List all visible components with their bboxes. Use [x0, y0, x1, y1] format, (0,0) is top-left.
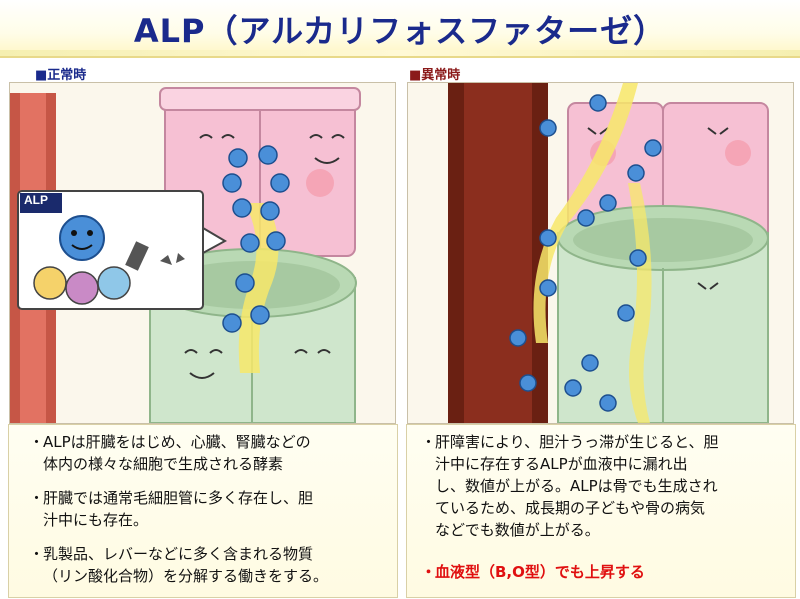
bullet-item: ・ ALPは肝臓をはじめ、心臓、腎臓などの 体内の様々な細胞で生成される酵素: [29, 431, 311, 475]
bullet-line: などでも数値が上がる。: [435, 521, 600, 539]
bullet-line: し、数値が上がる。ALPは骨でも生成され: [435, 477, 718, 495]
title-underline: [0, 50, 800, 56]
bile-leak-flow: [533, 83, 638, 343]
normal-illustration: ALP: [9, 82, 396, 424]
title-bar: ALP（アルカリフォスファターゼ）: [0, 0, 800, 58]
bile-leak-flow-2: [628, 183, 652, 423]
bullet-line: 肝障害により、胆汁うっ滞が生じると、胆: [435, 433, 719, 451]
bullet-dot: ・: [29, 545, 45, 563]
bullet-line: 汁中にも存在。: [43, 511, 149, 529]
bullet-dot: ・: [421, 563, 437, 581]
highlight-line: 血液型（B,O型）でも上昇する: [435, 563, 645, 581]
page-title: ALP（アルカリフォスファターゼ）: [133, 12, 667, 50]
bullet-line: （リン酸化合物）を分解する働きをする。: [43, 567, 329, 585]
abnormal-description-box: ・ 肝障害により、胆汁うっ滞が生じると、胆 汁中に存在するALPが血液中に漏れ出…: [406, 424, 796, 598]
liver-cell-group: [159, 87, 361, 257]
blood-vessel: [448, 83, 548, 423]
bullet-line: 汁中に存在するALPが血液中に漏れ出: [435, 455, 688, 473]
highlight-bullet-item: ・ 血液型（B,O型）でも上昇する: [421, 561, 645, 583]
abnormal-state-label: ■異常時: [409, 68, 461, 83]
alp-molecules: [222, 145, 290, 333]
normal-state-label: ■正常時: [35, 68, 87, 83]
bullet-line: 乳製品、レバーなどに多く含まれる物質: [43, 545, 314, 563]
alp-callout-label: ALP: [24, 193, 48, 207]
normal-description-box: ・ ALPは肝臓をはじめ、心臓、腎臓などの 体内の様々な細胞で生成される酵素 ・…: [8, 424, 398, 598]
bullet-line: ているため、成長期の子どもや骨の病気: [435, 499, 706, 517]
bullet-line: ALPは肝臓をはじめ、心臓、腎臓などの: [43, 433, 311, 451]
bullet-line: 肝臓では通常毛細胆管に多く存在し、胆: [43, 489, 314, 507]
abnormal-illustration: [407, 82, 794, 424]
bullet-dot: ・: [29, 489, 45, 507]
bullet-dot: ・: [29, 433, 45, 451]
alp-callout: [17, 190, 228, 310]
bullet-item: ・ 肝障害により、胆汁うっ滞が生じると、胆 汁中に存在するALPが血液中に漏れ出…: [421, 431, 719, 541]
bullet-dot: ・: [421, 433, 437, 451]
bullet-item: ・ 乳製品、レバーなどに多く含まれる物質 （リン酸化合物）を分解する働きをする。: [29, 543, 329, 587]
bullet-item: ・ 肝臓では通常毛細胆管に多く存在し、胆 汁中にも存在。: [29, 487, 314, 531]
bullet-line: 体内の様々な細胞で生成される酵素: [43, 455, 284, 473]
alp-molecules: [509, 94, 662, 412]
bile-duct: [557, 205, 769, 423]
